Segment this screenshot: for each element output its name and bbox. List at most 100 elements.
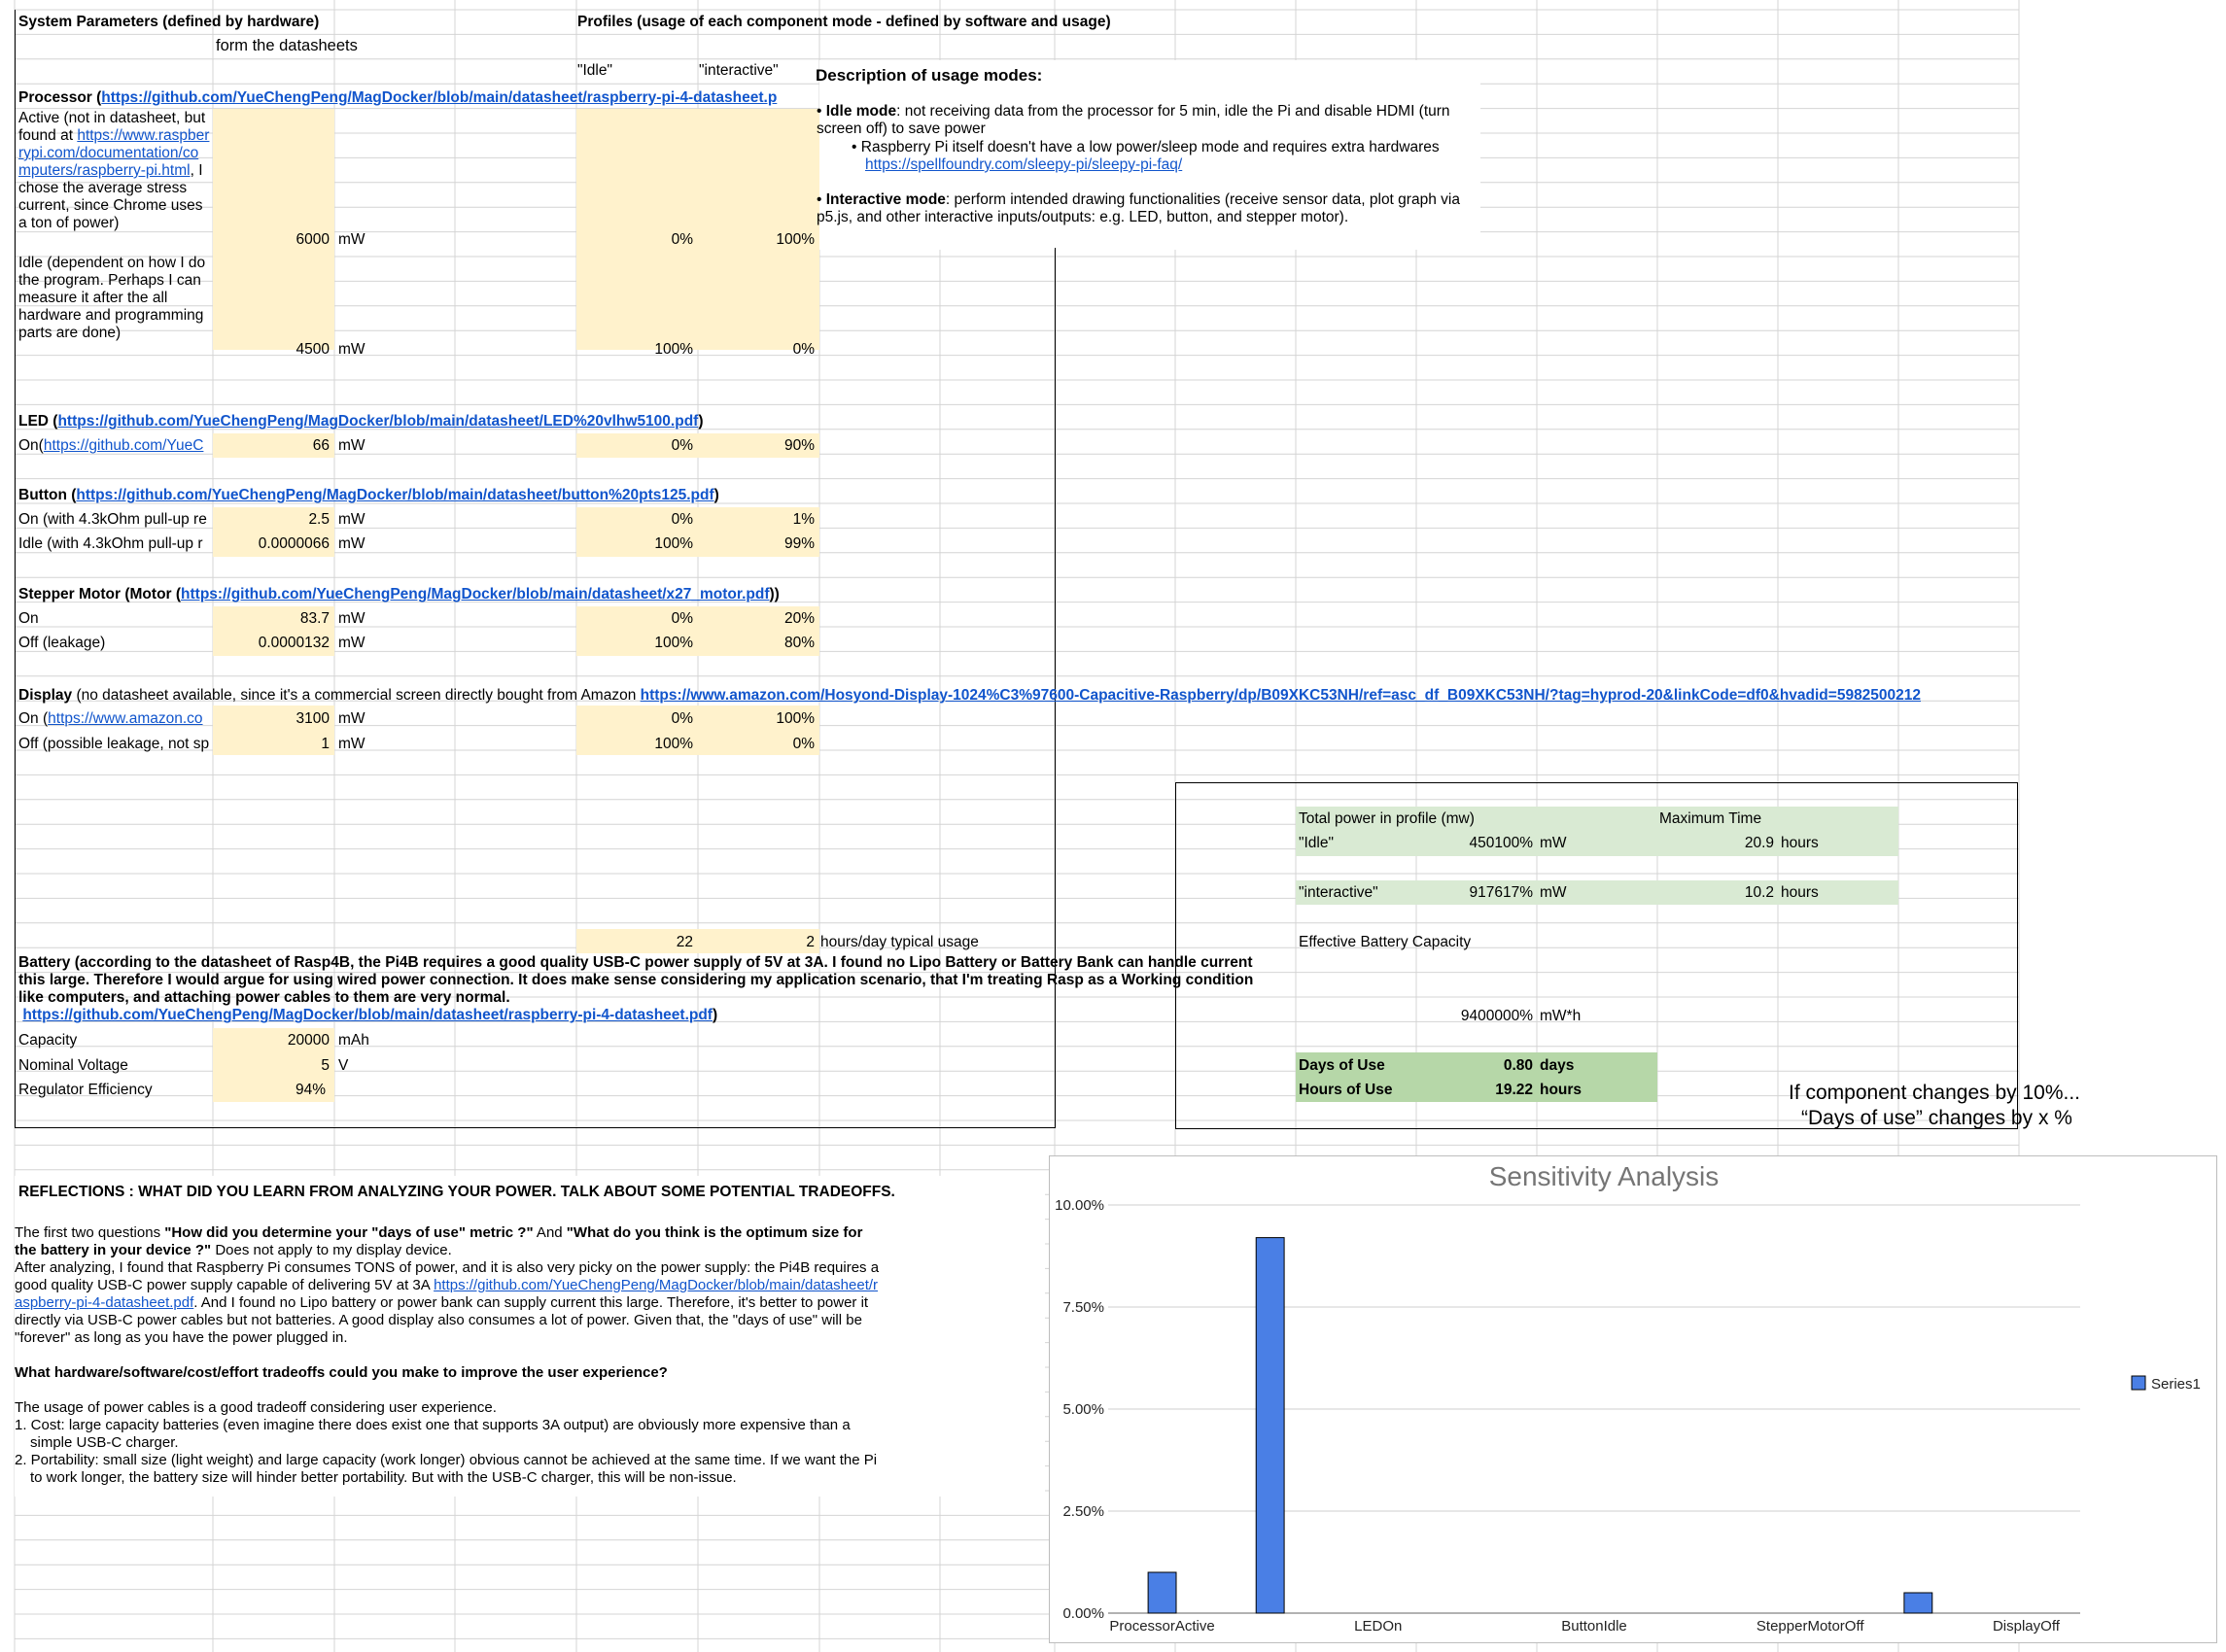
y-tick-label: 5.00%: [1062, 1401, 1104, 1418]
summary-idle-power[interactable]: 450100%: [1469, 835, 1533, 851]
battery-datasheet-link[interactable]: https://github.com/YueChengPeng/MagDocke…: [22, 1007, 713, 1023]
stepper-off-label: Off (leakage): [18, 635, 106, 651]
days-of-use-unit: days: [1540, 1057, 1575, 1074]
summary-idle-time[interactable]: 20.9: [1744, 835, 1774, 851]
summary-inter-label: "interactive": [1299, 884, 1378, 901]
display-input-highlight: [213, 706, 334, 755]
button-idle-idle-pct[interactable]: 100%: [654, 535, 693, 552]
processor-idle-idle-pct[interactable]: 100%: [654, 341, 693, 358]
stepper-input-highlight: [213, 606, 334, 656]
summary-box-border: [1175, 782, 2018, 1129]
button-on-unit: mW: [338, 511, 365, 528]
display-off-inter-pct[interactable]: 0%: [792, 736, 815, 752]
stepper-off-idle-pct[interactable]: 100%: [654, 635, 693, 651]
main-table-border: [15, 10, 1056, 1128]
stepper-datasheet-link[interactable]: https://github.com/YueChengPeng/MagDocke…: [181, 586, 770, 602]
y-tick-label: 0.00%: [1062, 1605, 1104, 1622]
button-on-value[interactable]: 2.5: [308, 511, 330, 528]
reflections-datasheet-link[interactable]: https://github.com/YueChengPeng/MagDocke…: [15, 1277, 879, 1311]
led-datasheet-link[interactable]: https://github.com/YueChengPeng/MagDocke…: [57, 413, 699, 430]
stepper-profile-highlight: [576, 606, 819, 656]
reflections-body: The first two questions "How did you det…: [15, 1224, 885, 1487]
summary-idle-unit: mW: [1540, 835, 1567, 851]
processor-title: Processor (https://github.com/YueChengPe…: [18, 89, 778, 106]
raspberrypi-doc-link[interactable]: https://www.raspberrypi.com/documentatio…: [18, 127, 210, 179]
button-profile-highlight: [576, 507, 819, 557]
summary-green-1: [1296, 807, 1898, 856]
hours-of-use-label: Hours of Use: [1299, 1082, 1393, 1098]
description-background: [819, 60, 1480, 250]
display-title: Display (no datasheet available, since i…: [18, 687, 1922, 704]
stepper-on-unit: mW: [338, 610, 365, 627]
display-off-idle-pct[interactable]: 100%: [654, 736, 693, 752]
stepper-on-idle-pct[interactable]: 0%: [671, 610, 693, 627]
led-on-link[interactable]: https://github.com/YueC: [43, 437, 204, 454]
idle-mode-text: : not receiving data from the processor …: [817, 103, 1450, 137]
processor-datasheet-link[interactable]: https://github.com/YueChengPeng/MagDocke…: [101, 89, 778, 106]
processor-active-inter-pct[interactable]: 100%: [776, 231, 815, 248]
processor-input-highlight: [213, 109, 334, 350]
summary-inter-time[interactable]: 10.2: [1744, 884, 1774, 901]
button-datasheet-link[interactable]: https://github.com/YueChengPeng/MagDocke…: [76, 487, 714, 503]
x-tick-label: DisplayOff: [1993, 1618, 2061, 1635]
hours-of-use-value[interactable]: 19.22: [1495, 1082, 1533, 1098]
sensitivity-note-line1: If component changes by 10%...: [1789, 1082, 2081, 1104]
button-on-idle-pct[interactable]: 0%: [671, 511, 693, 528]
battery-capacity-value[interactable]: 20000: [287, 1032, 330, 1049]
stepper-off-value[interactable]: 0.0000132: [258, 635, 330, 651]
display-on-value[interactable]: 3100: [296, 710, 330, 727]
regulator-efficiency-label: Regulator Efficiency: [18, 1082, 153, 1098]
processor-idle-inter-pct[interactable]: 0%: [792, 341, 815, 358]
button-on-inter-pct[interactable]: 1%: [792, 511, 815, 528]
stepper-on-label: On: [18, 610, 39, 627]
reflections-p1: The first two questions "How did you det…: [15, 1224, 863, 1258]
led-title: LED (https://github.com/YueChengPeng/Mag…: [18, 413, 704, 430]
display-on-idle-pct[interactable]: 0%: [671, 710, 693, 727]
battery-capacity-label: Capacity: [18, 1032, 78, 1049]
stepper-on-inter-pct[interactable]: 20%: [783, 610, 815, 627]
led-on-label: On(https://github.com/YueC: [18, 437, 204, 454]
led-on-idle-pct[interactable]: 0%: [671, 437, 693, 454]
display-on-link[interactable]: https://www.amazon.co: [48, 710, 203, 727]
usage-idle-hours[interactable]: 22: [676, 934, 693, 950]
processor-active-idle-pct[interactable]: 0%: [671, 231, 693, 248]
usage-inter-hours[interactable]: 2: [806, 934, 815, 950]
led-on-unit: mW: [338, 437, 365, 454]
bar-ProcessorIdle: [1255, 1237, 1285, 1614]
processor-active-value[interactable]: 6000: [296, 231, 330, 248]
sleepy-pi-link[interactable]: https://spellfoundry.com/sleepy-pi/sleep…: [865, 156, 1183, 173]
idle-mode-description: • Idle mode: not receiving data from the…: [817, 103, 1450, 137]
hours-of-use-unit: hours: [1540, 1082, 1583, 1098]
total-power-header: Total power in profile (mw): [1299, 810, 1475, 827]
days-of-use-value[interactable]: 0.80: [1503, 1057, 1533, 1074]
effective-capacity-label: Effective Battery Capacity: [1299, 934, 1472, 950]
stepper-on-value[interactable]: 83.7: [299, 610, 330, 627]
display-on-inter-pct[interactable]: 100%: [776, 710, 815, 727]
effective-capacity-value[interactable]: 9400000%: [1460, 1008, 1533, 1024]
bar-DisplayOn: [1903, 1592, 1933, 1614]
processor-active-unit: mW: [338, 231, 365, 248]
button-idle-value[interactable]: 0.0000066: [258, 535, 330, 552]
processor-idle-value[interactable]: 4500: [296, 341, 330, 358]
battery-voltage-value[interactable]: 5: [321, 1057, 330, 1074]
amazon-display-link[interactable]: https://www.amazon.com/Hosyond-Display-1…: [640, 687, 1922, 704]
summary-idle-time-unit: hours: [1781, 835, 1819, 851]
regulator-efficiency-value[interactable]: 94%: [296, 1082, 327, 1098]
summary-inter-power[interactable]: 917617%: [1469, 884, 1533, 901]
y-tick-label: 2.50%: [1062, 1503, 1104, 1520]
profiles-header: Profiles (usage of each component mode -…: [577, 14, 1111, 30]
display-off-value[interactable]: 1: [321, 736, 330, 752]
button-idle-unit: mW: [338, 535, 365, 552]
x-tick-label: ProcessorActive: [1109, 1618, 1214, 1635]
reflections-p2: After analyzing, I found that Raspberry …: [15, 1259, 880, 1346]
summary-inter-unit: mW: [1540, 884, 1567, 901]
led-on-inter-pct[interactable]: 90%: [783, 437, 815, 454]
button-title: Button (https://github.com/YueChengPeng/…: [18, 487, 719, 503]
led-on-value[interactable]: 66: [312, 437, 330, 454]
reflections-li2: 2. Portability: small size (light weight…: [15, 1452, 878, 1486]
interactive-mode-description: • Interactive mode: perform intended dra…: [817, 191, 1460, 225]
stepper-off-inter-pct[interactable]: 80%: [783, 635, 815, 651]
button-idle-label: Idle (with 4.3kOhm pull-up r: [18, 535, 203, 552]
button-idle-inter-pct[interactable]: 99%: [783, 535, 815, 552]
